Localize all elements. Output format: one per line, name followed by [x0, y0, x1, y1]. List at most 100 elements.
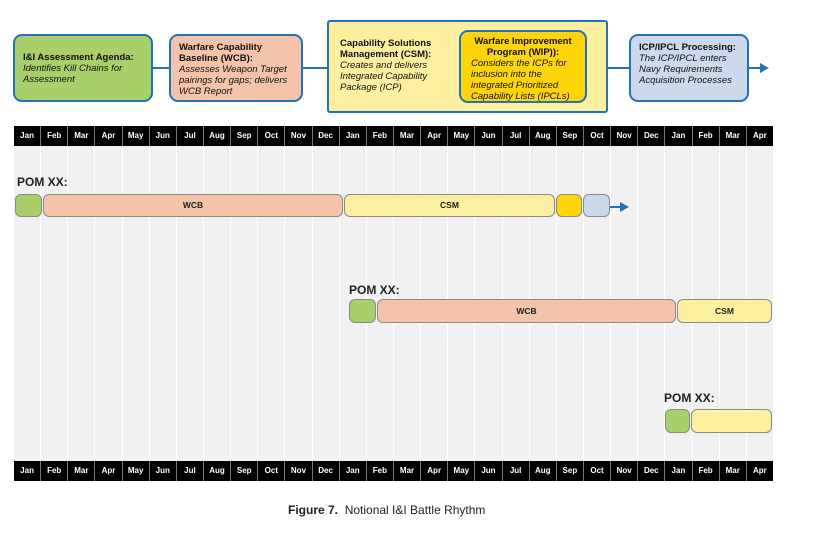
- month-label: Jul: [177, 126, 204, 146]
- month-label: Jan: [340, 126, 367, 146]
- month-label: Jan: [340, 461, 367, 481]
- csm-box-text: Capability Solutions Management (CSM): C…: [340, 38, 455, 93]
- row1-icp-segment: [583, 194, 610, 217]
- month-label: Feb: [693, 461, 720, 481]
- row1-assessment-segment: [15, 194, 42, 217]
- month-label: Apr: [421, 461, 449, 481]
- grid-column: [68, 146, 96, 461]
- month-label: Mar: [394, 461, 422, 481]
- month-label: Feb: [367, 461, 394, 481]
- wip-desc: Considers the ICPs for inclusion into th…: [471, 58, 570, 102]
- month-label: Sep: [557, 461, 584, 481]
- ia-agenda-title: I&I Assessment Agenda:: [23, 52, 134, 63]
- month-label: Mar: [720, 461, 747, 481]
- row1-continue-line: [610, 206, 622, 208]
- row1-wip-segment: [556, 194, 582, 217]
- month-label: May: [123, 461, 150, 481]
- row2-wcb-label: WCB: [516, 306, 537, 316]
- month-label: Oct: [584, 126, 612, 146]
- month-label: May: [448, 461, 476, 481]
- month-label: Feb: [41, 461, 69, 481]
- month-label: May: [448, 126, 476, 146]
- month-label: Feb: [367, 126, 394, 146]
- figure-title: Notional I&I Battle Rhythm: [344, 503, 486, 517]
- row2-csm-label: CSM: [715, 306, 734, 316]
- icp-desc: The ICP/IPCL enters Navy Requirements Ac…: [639, 53, 732, 86]
- month-label: Jun: [475, 461, 503, 481]
- row1-wcb-segment: WCB: [43, 194, 343, 217]
- row1-label: POM XX:: [17, 175, 68, 189]
- month-label: Feb: [41, 126, 69, 146]
- row3-assessment-segment: [665, 409, 690, 433]
- month-label: Aug: [204, 461, 232, 481]
- wcb-desc: Assesses Weapon Target pairings for gaps…: [179, 64, 288, 97]
- row1-csm-segment: CSM: [344, 194, 555, 217]
- row2-assessment-segment: [349, 299, 376, 323]
- row3-label: POM XX:: [664, 391, 715, 405]
- month-label: Nov: [611, 126, 639, 146]
- month-label: Apr: [95, 126, 123, 146]
- month-label: Oct: [258, 126, 286, 146]
- grid-column: [258, 146, 286, 461]
- grid-column: [95, 146, 123, 461]
- month-label: Jul: [503, 461, 530, 481]
- month-label: Mar: [68, 461, 96, 481]
- grid-column: [41, 146, 69, 461]
- month-label: Jul: [503, 126, 530, 146]
- icp-box: ICP/IPCL Processing: The ICP/IPCL enters…: [629, 34, 749, 102]
- month-label: Dec: [313, 461, 340, 481]
- month-label: Mar: [394, 126, 422, 146]
- month-label: Mar: [720, 126, 747, 146]
- month-label: Jun: [150, 126, 177, 146]
- wcb-title: Warfare Capability Baseline (WCB):: [179, 42, 263, 64]
- month-label: Apr: [752, 466, 767, 475]
- month-label: Sep: [231, 461, 259, 481]
- month-label: Jun: [475, 126, 503, 146]
- month-label: Aug: [530, 126, 557, 146]
- grid-column: [231, 146, 259, 461]
- csm-title: Capability Solutions Management (CSM):: [340, 38, 432, 60]
- month-label: Jul: [177, 461, 204, 481]
- month-label: Nov: [611, 461, 639, 481]
- flow-out-line: [749, 67, 761, 69]
- flow-connector-2: [303, 67, 327, 69]
- month-label: Dec: [638, 126, 666, 146]
- row1-continue-arrow-icon: [620, 202, 629, 212]
- ia-agenda-box: I&I Assessment Agenda: Identifies Kill C…: [13, 34, 153, 102]
- month-label: Nov: [285, 126, 313, 146]
- grid-column: [150, 146, 177, 461]
- month-label: Apr: [752, 131, 767, 140]
- csm-desc: Creates and delivers Integrated Capabili…: [340, 60, 428, 93]
- figure-caption: Figure 7. Notional I&I Battle Rhythm: [288, 503, 485, 517]
- grid-column: [204, 146, 232, 461]
- month-label: Oct: [258, 461, 286, 481]
- grid-column: [14, 146, 42, 461]
- figure-number: Figure 7.: [288, 503, 339, 517]
- month-label: Feb: [693, 126, 720, 146]
- row2-csm-segment: CSM: [677, 299, 772, 323]
- wcb-box: Warfare Capability Baseline (WCB): Asses…: [169, 34, 303, 102]
- row1-wcb-label: WCB: [182, 200, 204, 210]
- month-label: Dec: [313, 126, 340, 146]
- grid-column: [285, 146, 313, 461]
- grid-column: [313, 146, 340, 461]
- month-label: Aug: [204, 126, 232, 146]
- month-label: Jan: [665, 126, 693, 146]
- month-label: Sep: [231, 126, 259, 146]
- month-label: Aug: [530, 461, 557, 481]
- wip-box: Warfare Improvement Program (WIP)): Cons…: [459, 30, 587, 103]
- flow-connector-1: [153, 67, 169, 69]
- month-label: Apr: [421, 126, 449, 146]
- month-label: Apr: [95, 461, 123, 481]
- grid-column: [123, 146, 150, 461]
- month-label: Jan: [665, 461, 693, 481]
- row3-wcb-segment: [691, 409, 772, 433]
- month-label: Dec: [638, 461, 666, 481]
- month-label: Jan: [14, 126, 42, 146]
- month-label: Jan: [14, 461, 42, 481]
- grid-column: [177, 146, 204, 461]
- month-label: Mar: [68, 126, 96, 146]
- month-label: Nov: [285, 461, 313, 481]
